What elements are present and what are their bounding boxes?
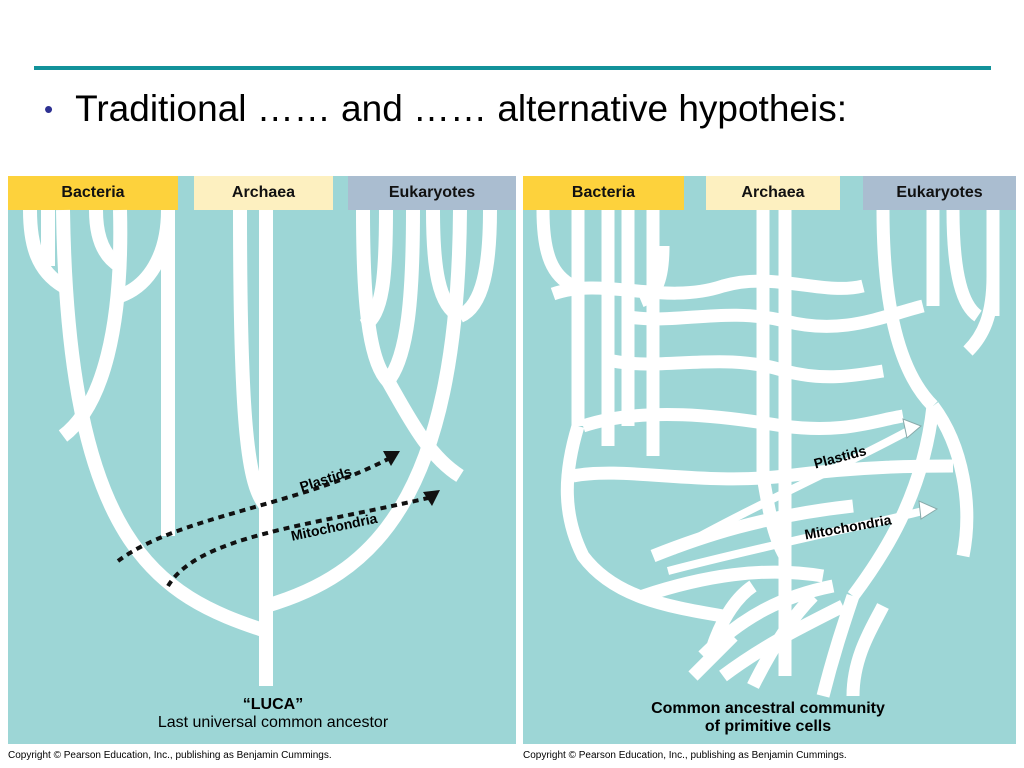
eukaryote-line-1 — [876, 209, 938, 411]
plastids-arrow — [116, 457, 389, 563]
copyright-right: Copyright © Pearson Education, Inc., pub… — [523, 750, 847, 761]
archaea-branch — [233, 209, 272, 511]
mitochondria-label: Mitochondria — [289, 510, 378, 544]
community-caption: Common ancestral community of primitive … — [613, 700, 923, 736]
mitochondria-arrow — [166, 496, 429, 588]
copyright-left: Copyright © Pearson Education, Inc., pub… — [8, 750, 332, 761]
bullet-dot-icon: • — [44, 94, 54, 124]
alternative-tree-panel: Bacteria Archaea Eukaryotes — [523, 176, 1016, 744]
community-caption-line2: of primitive cells — [704, 718, 832, 735]
band-bacteria: Bacteria — [523, 176, 684, 210]
alternative-tree-diagram: Plastids Mitochondria — [536, 209, 1000, 698]
luca-title: “LUCA” — [242, 696, 304, 713]
band-archaea: Archaea — [706, 176, 840, 210]
luca-caption: “LUCA” Last universal common ancestor — [118, 696, 428, 732]
slide-heading: Traditional …… and …… alternative hypoth… — [75, 88, 847, 129]
plastids-arrow — [671, 427, 910, 555]
web-branches — [536, 209, 1000, 698]
title-divider — [34, 66, 991, 70]
plastids-arrowhead-icon — [383, 451, 400, 466]
bacteria-stem — [56, 209, 269, 638]
band-eukaryotes: Eukaryotes — [348, 176, 516, 210]
community-caption-line1: Common ancestral community — [651, 700, 885, 717]
plastids-label: Plastids — [298, 463, 354, 495]
endosymbiosis-arrows — [116, 457, 429, 588]
plastids-arrowhead-icon — [902, 418, 922, 439]
traditional-tree-diagram: Plastids Mitochondria — [23, 209, 497, 686]
luca-subtitle: Last universal common ancestor — [157, 714, 389, 731]
band-eukaryotes: Eukaryotes — [863, 176, 1016, 210]
transfer-arrows — [666, 427, 924, 575]
traditional-tree-panel: Bacteria Archaea Eukaryotes — [8, 176, 516, 744]
mitochondria-arrowhead-icon — [918, 500, 939, 520]
band-archaea: Archaea — [194, 176, 333, 210]
mitochondria-arrowhead-icon — [423, 490, 440, 506]
band-bacteria: Bacteria — [8, 176, 178, 210]
tree-branches — [23, 209, 497, 686]
bullet-line: • Traditional …… and …… alternative hypo… — [44, 84, 847, 134]
mitochondria-arrow — [666, 507, 924, 575]
